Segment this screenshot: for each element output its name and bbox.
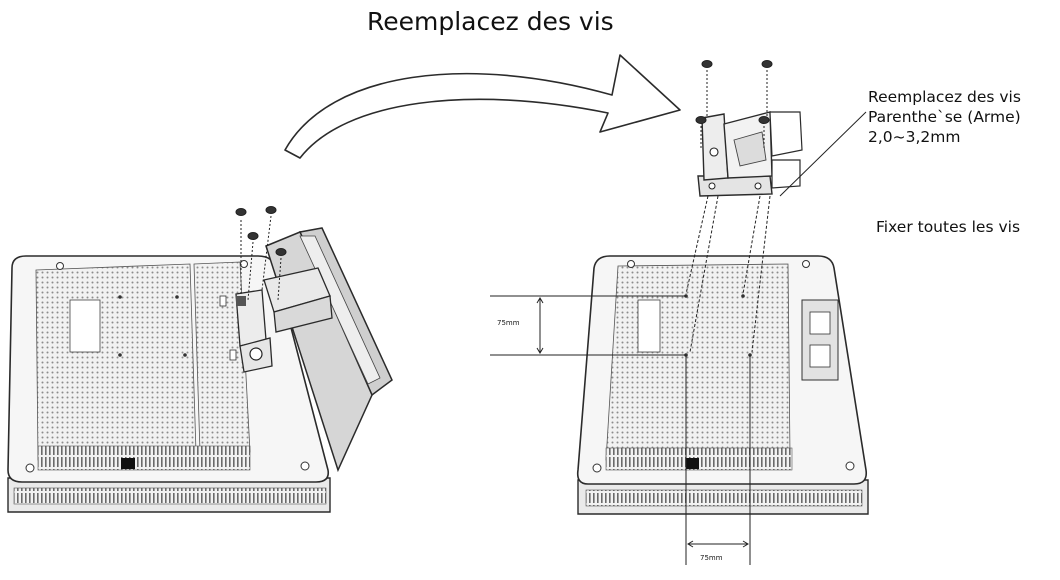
curved-arrow [284,54,681,159]
fix-screws-label: Fixer toutes les vis [876,218,1021,236]
dimension-lines [490,295,751,565]
dimension-label-horizontal: 75mm [700,554,723,562]
callout-line-bracket: Parenthe`se (Arme) [868,108,1021,126]
callout-line-screw-size: 2,0~3,2mm [868,128,961,146]
right-screws [685,60,773,353]
left-screws [235,206,287,301]
left-stand-base [219,227,393,473]
right-monitor [576,255,869,515]
diagram-title: Reemplacez des vis [367,7,614,36]
dimension-label-vertical: 75mm [497,319,520,327]
right-bracket [697,111,867,197]
callout-line-replace: Reemplacez des vis [868,88,1021,106]
bracket-callout: Reemplacez des vis Parenthe`se (Arme) 2,… [868,87,1021,147]
